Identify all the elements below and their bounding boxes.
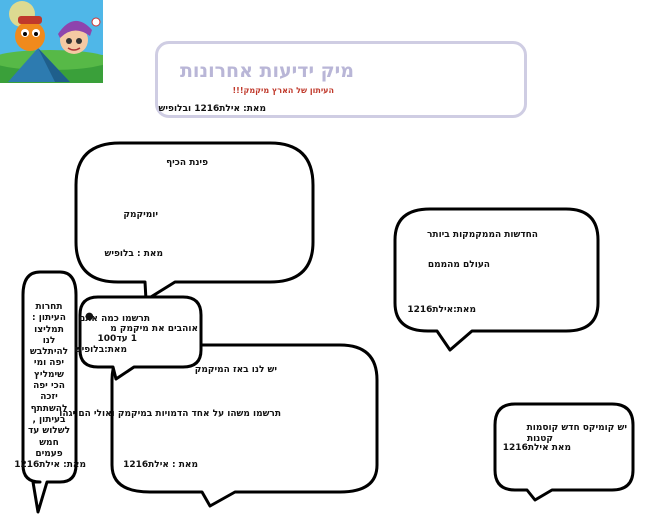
poll-bullet-icon: ● <box>85 311 94 322</box>
speech-bubble-comics <box>493 402 635 502</box>
bug-body: תרשמו משהו על אחד הדמויות במיקמק ואולי ה… <box>59 409 281 419</box>
cartoon-characters-image <box>0 0 103 83</box>
speech-bubble-contest <box>21 270 78 514</box>
header-byline: מאת: אילת1216 ובלופיש <box>158 104 266 114</box>
comics-line-2: קטנות <box>526 434 553 444</box>
speech-bubble-news <box>393 207 600 352</box>
page-title: מיק ידיעות אחרונות <box>179 60 354 82</box>
poll-line-1: תרשמו כמה אתם <box>78 314 150 324</box>
corner-body: יומיקמק <box>123 210 158 220</box>
contest-body: תחרות העיתון : תמליצו לנו להיתלבש יפה ומ… <box>27 302 71 459</box>
news-title: החדשות הממקמקות ביותר <box>427 230 538 240</box>
corner-author: מאת : בלופיש <box>104 249 164 259</box>
corner-title: פינת הכיף <box>166 158 208 168</box>
contest-author: מאת: אילת1216 <box>14 460 86 470</box>
bug-title: יש לנו באז המיקמק <box>194 365 277 375</box>
speech-bubble-poll <box>78 295 203 381</box>
poll-line-3: 1 עד100 <box>97 334 137 344</box>
comics-author: מאת אילת1216 <box>502 443 571 453</box>
comics-line-1: יש קומיקס חדש קוסמות <box>526 423 627 433</box>
news-author: מאת:אילת1216 <box>407 305 476 315</box>
news-body: העולם מהממם <box>427 260 490 270</box>
page-subtitle: העיתון של הארץ מיקמק!!! <box>232 86 334 95</box>
poll-line-2: אוהבים את מיקמק מ <box>110 324 198 334</box>
bug-author: מאת : אילת1216 <box>123 460 198 470</box>
logo-image <box>0 0 103 83</box>
header-box: מיק ידיעות אחרונות העיתון של הארץ מיקמק!… <box>155 41 527 118</box>
poll-author: מאת:בלופיש <box>74 345 127 355</box>
speech-bubble-corner <box>74 141 315 302</box>
